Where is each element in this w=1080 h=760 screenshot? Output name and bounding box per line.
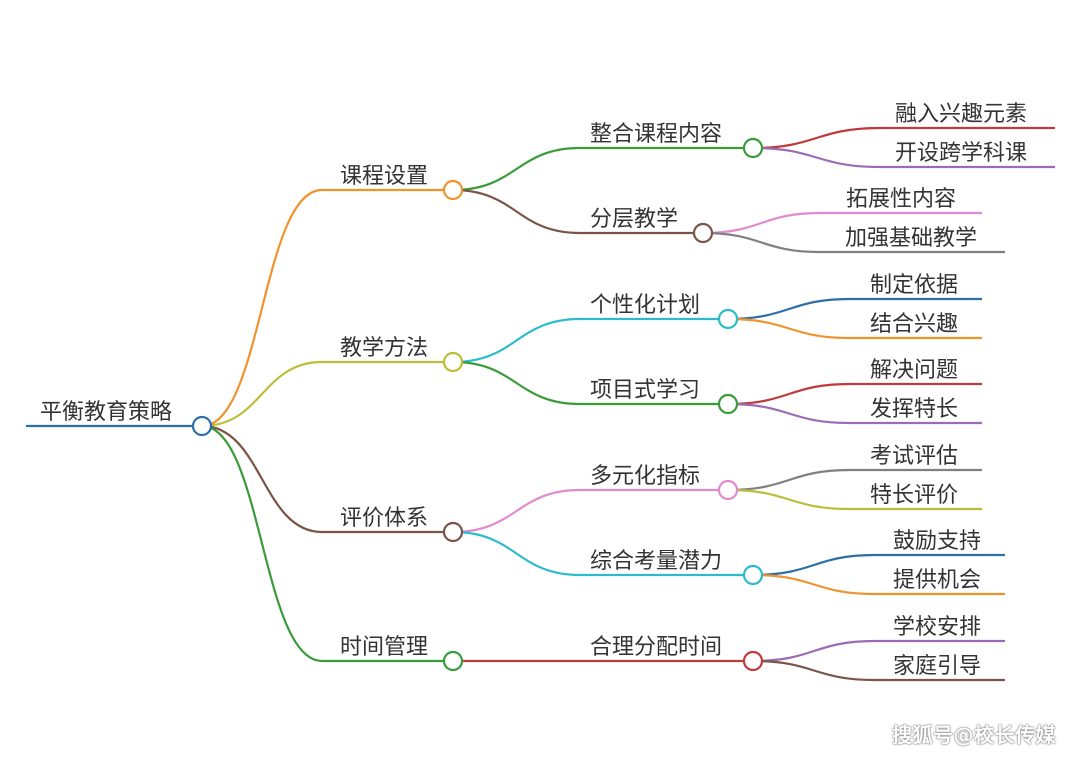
root-node-circle[interactable]	[191, 415, 213, 437]
leaf-edge	[702, 211, 821, 235]
leaf-edge	[727, 317, 851, 340]
leaf-node-label: 制定依据	[870, 273, 958, 298]
subbranch-node-circle[interactable]	[742, 650, 764, 672]
branch-node-circle[interactable]	[442, 521, 464, 543]
subbranch-node-circle[interactable]	[717, 393, 739, 415]
subbranch-edge	[452, 360, 581, 406]
mindmap-edges	[26, 126, 1055, 682]
leaf-node-label: 加强基础教学	[845, 226, 977, 251]
subbranch-node-label: 分层教学	[590, 207, 678, 232]
subbranch-node-label: 合理分配时间	[590, 635, 722, 660]
subbranch-edge	[452, 530, 581, 577]
branch-edge	[201, 424, 323, 534]
leaf-node-label: 发挥特长	[870, 397, 958, 422]
subbranch-edge	[452, 188, 581, 235]
leaf-edge	[752, 639, 876, 663]
leaf-edge	[727, 297, 851, 321]
branch-edge	[201, 188, 323, 428]
leaf-node-label: 家庭引导	[893, 654, 981, 679]
leaf-edge	[752, 126, 881, 150]
branch-node-label: 教学方法	[340, 336, 428, 361]
branch-node-circle[interactable]	[442, 650, 464, 672]
subbranch-node-label: 整合课程内容	[590, 122, 722, 147]
leaf-edge	[752, 659, 876, 682]
leaf-edge	[752, 146, 881, 169]
leaf-node-label: 解决问题	[870, 358, 958, 383]
subbranch-node-label: 多元化指标	[590, 464, 700, 489]
branch-node-circle[interactable]	[442, 351, 464, 373]
leaf-edge	[752, 553, 876, 577]
subbranch-node-circle[interactable]	[742, 137, 764, 159]
branch-node-label: 评价体系	[340, 506, 428, 531]
subbranch-node-label: 综合考量潜力	[590, 549, 722, 574]
leaf-node-label: 结合兴趣	[870, 312, 958, 337]
branch-edge	[201, 360, 323, 428]
subbranch-node-circle[interactable]	[742, 564, 764, 586]
leaf-edge	[727, 382, 851, 406]
branch-node-label: 课程设置	[340, 164, 428, 189]
leaf-node-label: 考试评估	[870, 444, 958, 469]
leaf-edge	[702, 231, 821, 254]
subbranch-node-label: 项目式学习	[590, 378, 700, 403]
leaf-node-label: 提供机会	[893, 568, 981, 593]
branch-node-label: 时间管理	[340, 635, 428, 660]
leaf-node-label: 开设跨学科课	[895, 141, 1027, 166]
leaf-edge	[727, 468, 851, 492]
branch-node-circle[interactable]	[442, 179, 464, 201]
leaf-node-label: 融入兴趣元素	[895, 102, 1027, 127]
watermark-text: 搜狐号@校长传媒	[892, 723, 1056, 747]
subbranch-node-circle[interactable]	[717, 308, 739, 330]
subbranch-edge	[452, 317, 581, 364]
subbranch-node-label: 个性化计划	[590, 293, 700, 318]
branch-edge	[201, 424, 323, 663]
leaf-node-label: 鼓励支持	[893, 529, 981, 554]
leaf-node-label: 拓展性内容	[846, 187, 956, 212]
subbranch-node-circle[interactable]	[692, 222, 714, 244]
leaf-edge	[752, 573, 876, 596]
root-node-label: 平衡教育策略	[40, 400, 172, 425]
subbranch-edge	[452, 488, 581, 534]
subbranch-node-circle[interactable]	[717, 479, 739, 501]
leaf-edge	[727, 402, 851, 425]
leaf-node-label: 特长评价	[870, 483, 958, 508]
leaf-edge	[727, 488, 851, 511]
subbranch-edge	[452, 146, 581, 192]
leaf-node-label: 学校安排	[893, 615, 981, 640]
